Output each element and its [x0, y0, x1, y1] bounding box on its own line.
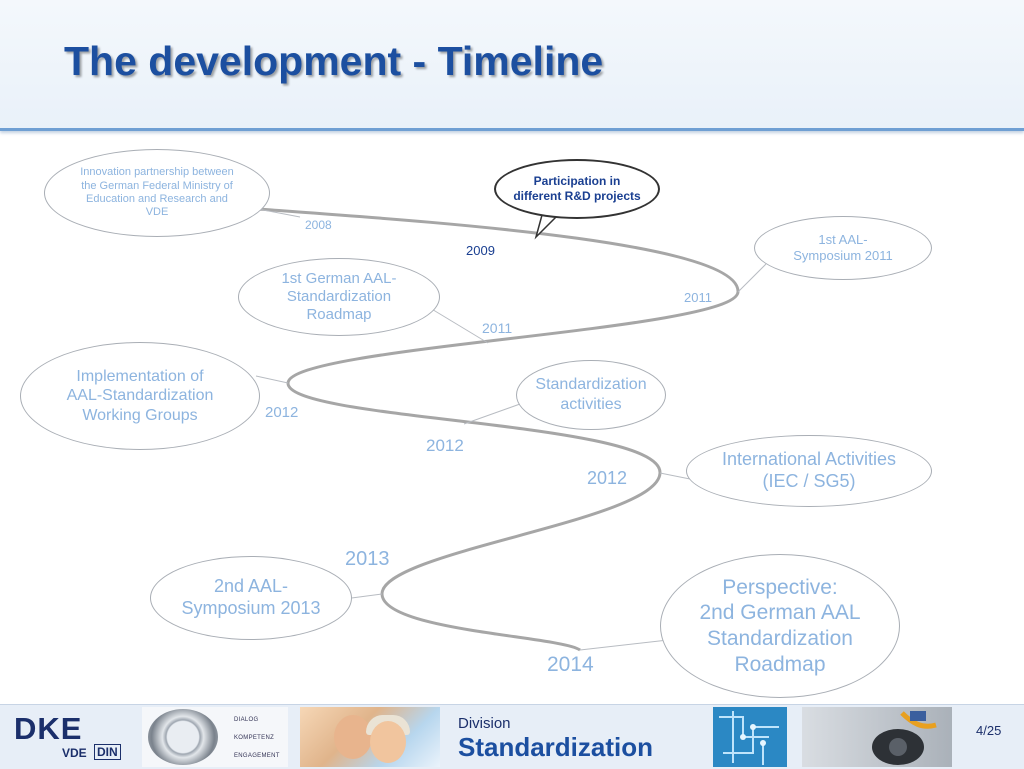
year-label-2011-center: 2011: [482, 320, 513, 336]
bubble-text-line: Roadmap: [734, 652, 826, 676]
logo-din-text: DIN: [94, 744, 121, 760]
connector-international: [659, 472, 691, 480]
logo-vde-text: VDE: [62, 746, 87, 760]
year-label-2014: 2014: [547, 653, 594, 676]
compass-word-engagement: ENGAGEMENT: [234, 753, 280, 759]
year-label-2008: 2008: [305, 218, 332, 232]
bubble-first-aal-symposium: 1st AAL-Symposium 2011: [754, 216, 932, 280]
bubble-text-line: VDE: [145, 206, 169, 219]
bubble-text-line: different R&D projects: [513, 189, 641, 203]
division-name: Standardization: [458, 732, 654, 762]
bubble-text: International Activities(IEC / SG5): [722, 449, 896, 493]
bubble-text-line: (IEC / SG5): [762, 471, 856, 491]
bubble-text-line: Standardization: [535, 376, 647, 394]
bubble-text: 2nd AAL-Symposium 2013: [181, 576, 320, 620]
slide-title: The development - Timeline: [64, 38, 604, 84]
person-icon: [334, 715, 372, 759]
slide-header: The development - Timeline: [0, 0, 1024, 131]
compass-word-kompetenz: KOMPETENZ: [234, 735, 275, 741]
slide-footer: DKE VDE DIN DIALOG KOMPETENZ ENGAGEMENT …: [0, 704, 1024, 769]
compass-icon: [148, 709, 218, 765]
bubble-text-line: Innovation partnership between: [80, 166, 234, 179]
bubble-text-line: Perspective:: [722, 575, 838, 599]
bubble-text-line: Standardization: [707, 627, 853, 650]
year-label-2012-left: 2012: [265, 404, 299, 421]
dke-logo: DKE VDE DIN: [14, 711, 124, 763]
bubble-text-line: 2nd German AAL: [699, 601, 861, 625]
bubble-text-line: Roadmap: [306, 306, 372, 324]
bubble-international-activities: International Activities(IEC / SG5): [686, 435, 932, 507]
year-label-2011-right: 2011: [684, 290, 712, 305]
year-label-2012-center: 2012: [426, 436, 464, 455]
bubble-text-line: Education and Research and: [86, 193, 228, 205]
bubble-text-line: International Activities: [721, 449, 897, 470]
bubble-text-line: Implementation of: [76, 367, 204, 385]
year-label-2009: 2009: [466, 243, 495, 258]
person-icon: [370, 721, 406, 763]
bubble-text-line: 1st AAL-: [818, 232, 868, 248]
year-label-2013: 2013: [345, 548, 390, 570]
connector-innovation: [257, 208, 301, 218]
bubble-text: 1st AAL-Symposium 2011: [793, 232, 892, 264]
connector-perspective: [579, 639, 669, 651]
connector-standardization-activities: [463, 403, 521, 425]
circuit-icon: [719, 711, 779, 765]
bubble-text-line: Standardization: [286, 287, 392, 305]
bubble-text-line: the German Federal Ministry of: [81, 179, 233, 192]
bubble-second-aal-symposium: 2nd AAL-Symposium 2013: [150, 556, 352, 640]
bubble-text-line: Symposium 2011: [793, 248, 893, 263]
page-number: 4/25: [976, 723, 1002, 738]
connector-first-symposium: [737, 263, 767, 293]
bubble-text-line: 1st German AAL-: [281, 269, 397, 287]
division-label: Division: [458, 715, 511, 732]
bubble-text-line: activities: [560, 396, 622, 413]
bubble-text-line: Symposium 2013: [181, 598, 321, 618]
bubble-text-line: Participation in: [533, 174, 621, 189]
bubble-text: Standardization activities: [535, 375, 646, 414]
connector-first-roadmap: [429, 307, 489, 344]
compass-word-dialog: DIALOG: [234, 717, 259, 723]
elderly-couple-photo: [300, 707, 440, 767]
connector-working-groups: [255, 375, 289, 384]
bubble-text-line: AAL-Standardization: [66, 387, 214, 405]
bubble-text-line: Working Groups: [82, 406, 198, 424]
timeline-curve: [257, 207, 740, 652]
charging-plug-photo: [802, 707, 952, 767]
plug-icon: [872, 711, 937, 765]
year-label-2012-right: 2012: [587, 468, 628, 488]
logo-main-text: DKE: [14, 711, 83, 746]
bubble-text-line: 2nd AAL-: [213, 576, 289, 597]
bubble-standardization-activities: Standardization activities: [516, 360, 666, 430]
compass-image: DIALOG KOMPETENZ ENGAGEMENT: [142, 707, 288, 767]
circuit-board-image: [713, 707, 787, 767]
